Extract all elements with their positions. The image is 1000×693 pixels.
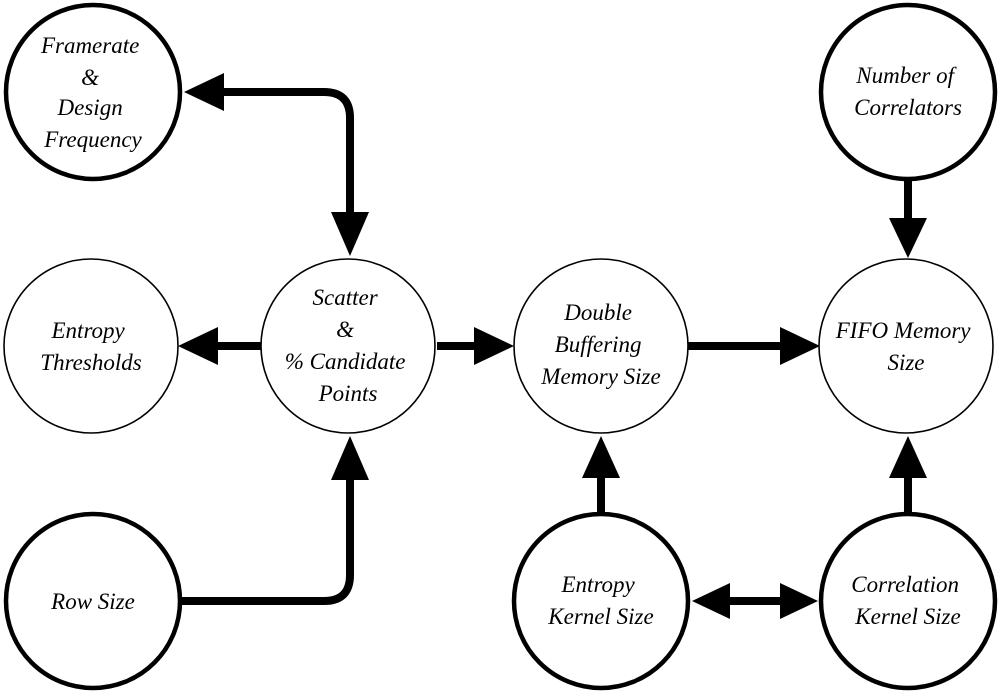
- scatter-line-1: Scatter: [313, 285, 379, 310]
- double-buffering-line-1: Double: [563, 300, 632, 325]
- node-framerate: Framerate & Design Frequency: [3, 2, 183, 182]
- edge-scatter-double-buffering: [437, 327, 514, 365]
- svg-text:Framerate & Design: Framerate & Design Frequency: [40, 33, 145, 152]
- framerate-line-3: Design: [57, 95, 123, 120]
- entropy-kernel-line-2: Kernel Size: [547, 604, 653, 629]
- arrowhead-to-scatter: [331, 212, 369, 256]
- edge-row-size-scatter: [180, 436, 369, 605]
- svg-text:Number of Correlators: Number of Correlators: [854, 63, 962, 120]
- arrowhead-to-entropy-thresholds: [178, 327, 218, 365]
- node-scatter: Scatter & % Candidate Points: [260, 258, 436, 434]
- node-fifo-memory: FIFO Memory Size: [818, 258, 994, 434]
- arrowhead-to-double-buffering-from-entropy-kernel: [582, 436, 620, 478]
- edge-entropy-kernel-correlation-kernel: [692, 583, 818, 619]
- edge-scatter-framerate: [184, 73, 369, 256]
- framerate-line-4: Frequency: [43, 127, 142, 152]
- node-double-buffering: Double Buffering Memory Size: [513, 258, 689, 434]
- svg-text:Row Size: Row Size: [50, 589, 135, 614]
- svg-text:Correlation Kernel Size: Correlation Kernel Size: [851, 572, 965, 629]
- number-correlators-line-2: Correlators: [854, 95, 962, 120]
- framerate-line-1: Framerate: [40, 33, 139, 58]
- row-size-line-1: Row Size: [50, 589, 135, 614]
- arrowhead-to-scatter-from-row-size: [331, 436, 369, 480]
- edge-double-buffering-fifo: [686, 327, 820, 365]
- entropy-thresholds-line-2: Thresholds: [40, 350, 141, 375]
- scatter-line-3: % Candidate: [285, 349, 406, 374]
- double-buffering-line-3: Memory Size: [540, 364, 660, 389]
- correlation-kernel-line-2: Kernel Size: [854, 604, 960, 629]
- svg-text:Entropy Kernel Size: Entropy Kernel Size: [547, 572, 653, 629]
- arrowhead-to-fifo-from-correlators: [889, 218, 927, 258]
- node-entropy-thresholds: Entropy Thresholds: [3, 258, 179, 434]
- arrowhead-to-fifo-from-double-buffering: [780, 327, 820, 365]
- scatter-line-2: &: [336, 317, 354, 342]
- svg-text:Double Buffering M: Double Buffering Memory Size: [540, 300, 660, 389]
- arrowhead-to-framerate: [184, 73, 224, 111]
- fifo-memory-line-1: FIFO Memory: [835, 318, 972, 343]
- svg-text:FIFO Memory Size: FIFO Memory Size: [835, 318, 977, 375]
- node-entropy-kernel: Entropy Kernel Size: [511, 511, 691, 691]
- correlation-kernel-line-1: Correlation: [851, 572, 959, 597]
- entropy-kernel-line-1: Entropy: [561, 572, 636, 597]
- scatter-line-4: Points: [318, 381, 378, 406]
- entropy-thresholds-line-1: Entropy: [51, 318, 126, 343]
- edge-entropy-kernel-double-buffering: [582, 436, 620, 514]
- edge-correlation-kernel-fifo: [889, 436, 927, 514]
- node-row-size: Row Size: [3, 511, 183, 691]
- arrowhead-to-correlation-kernel: [780, 583, 818, 619]
- svg-text:Scatter & % Candid: Scatter & % Candidate Points: [285, 285, 412, 406]
- fifo-memory-line-2: Size: [887, 350, 924, 375]
- svg-text:Entropy Thresholds: Entropy Thresholds: [40, 318, 141, 375]
- arrowhead-to-entropy-kernel: [692, 583, 730, 619]
- double-buffering-line-2: Buffering: [555, 332, 642, 357]
- edge-scatter-entropy-thresholds: [178, 327, 262, 365]
- number-correlators-line-1: Number of: [855, 63, 957, 88]
- node-correlation-kernel: Correlation Kernel Size: [818, 511, 998, 691]
- node-number-correlators: Number of Correlators: [818, 2, 998, 182]
- edge-number-correlators-fifo: [889, 175, 927, 258]
- arrowhead-to-double-buffering: [474, 327, 514, 365]
- arrowhead-to-fifo-from-correlation-kernel: [889, 436, 927, 478]
- framerate-line-2: &: [81, 65, 99, 90]
